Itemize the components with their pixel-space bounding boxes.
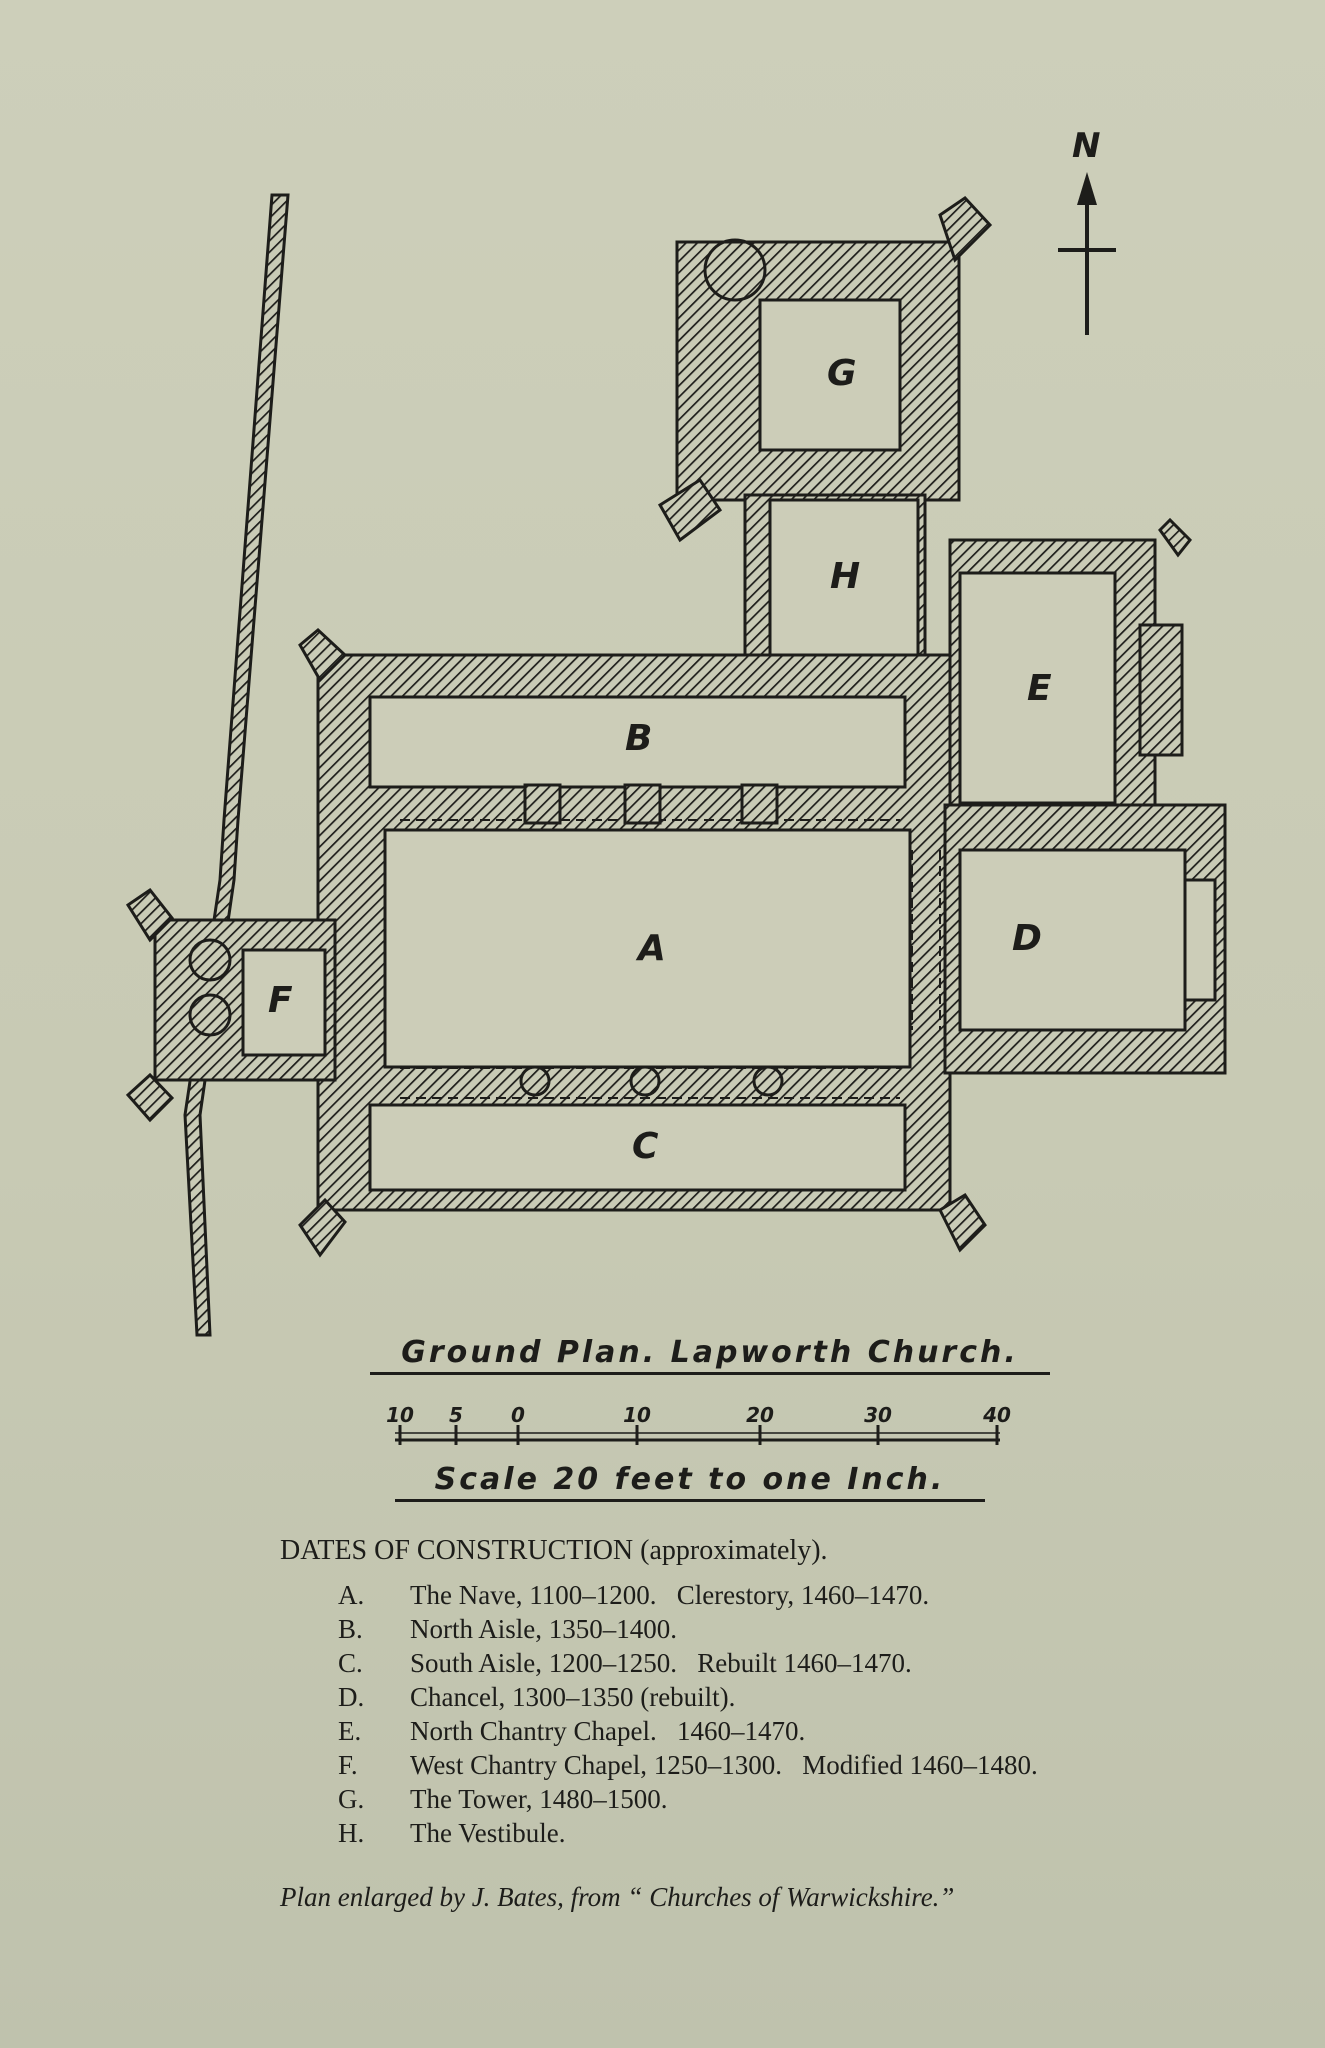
entry-text: The Vestibule. [410,1818,566,1848]
compass-label: N [1072,126,1100,166]
tower-interior [758,298,902,452]
entry-letter: G. [338,1784,365,1814]
label-c: C [632,1126,659,1167]
label-a: A [635,928,666,969]
scale-tick-label: 0 [511,1403,525,1427]
label-e: E [1027,668,1052,709]
label-d: D [1012,918,1042,959]
arcade-piers [519,783,784,1097]
entry-letter: H. [338,1818,365,1848]
dates-list: A. The Nave, 1100–1200. Clerestory, 1460–… [338,1580,1038,1852]
scale-tick-label: 5 [449,1403,463,1427]
dates-list-item: B. North Aisle, 1350–1400. [338,1614,1038,1648]
dates-list-item: C. South Aisle, 1200–1250. Rebuilt 1460–1… [338,1648,1038,1682]
dates-list-item: E. North Chantry Chapel. 1460–1470. [338,1716,1038,1750]
west-chapel-interior [241,948,327,1057]
scale-tick-label: 30 [864,1403,892,1427]
north-chapel-interior [958,571,1117,805]
scale-tick-label: 10 [623,1403,651,1427]
plan-title-block: Ground Plan. Lapworth Church. [370,1335,1050,1375]
entry-text: Chancel, 1300–1350 (rebuilt). [410,1682,736,1712]
dates-list-item: D. Chancel, 1300–1350 (rebuilt). [338,1682,1038,1716]
entry-letter: C. [338,1648,363,1678]
label-f: F [268,980,293,1021]
nave-interior [383,828,912,1069]
dates-heading: DATES OF CONSTRUCTION (approximately). [280,1535,828,1566]
entry-letter: A. [338,1580,365,1610]
dates-list-item: G. The Tower, 1480–1500. [338,1784,1038,1818]
dates-list-item: F. West Chantry Chapel, 1250–1300. Modifi… [338,1750,1038,1784]
dates-list-item: A. The Nave, 1100–1200. Clerestory, 1460–… [338,1580,1038,1614]
chancel-east-recess [1183,878,1217,1002]
entry-letter: E. [338,1716,362,1746]
entry-text: North Chantry Chapel. 1460–1470. [410,1716,806,1746]
room-labels: G H E B A D F C [268,353,1052,1167]
north-aisle-interior [368,695,907,789]
scale-bar: 10 5 0 10 20 30 40 [386,1403,1011,1445]
scale-tick-label: 10 [386,1403,414,1427]
south-aisle-interior [368,1103,907,1192]
label-g: G [827,353,857,394]
entry-letter: D. [338,1682,365,1712]
entry-text: West Chantry Chapel, 1250–1300. Modified… [410,1750,1038,1780]
vestibule-interior [768,498,920,657]
north-compass: N [1058,126,1116,335]
dates-list-item: H. The Vestibule. [338,1818,1038,1852]
compass-arrow-icon [1077,172,1097,205]
stair-turrets [188,238,767,1037]
entry-text: North Aisle, 1350–1400. [410,1614,677,1644]
entry-letter: F. [338,1750,358,1780]
scale-caption: Scale 20 feet to one Inch. [395,1462,985,1502]
chancel-interior [958,848,1187,1032]
entry-text: The Tower, 1480–1500. [410,1784,668,1814]
entry-letter: B. [338,1614,363,1644]
plan-credit: Plan enlarged by J. Bates, from “ Church… [280,1882,955,1912]
plan-title: Ground Plan. Lapworth Church. [370,1335,1050,1375]
scale-bar-ticks: 10 5 0 10 20 30 40 [386,1403,1011,1445]
entry-text: The Nave, 1100–1200. Clerestory, 1460–14… [410,1580,930,1610]
boundary-wall [183,193,290,1337]
scale-tick-label: 40 [982,1403,1011,1427]
scale-tick-label: 20 [746,1403,774,1427]
label-h: H [830,556,860,597]
room-interiors [241,298,1217,1192]
label-b: B [625,718,652,759]
entry-text: South Aisle, 1200–1250. Rebuilt 1460–147… [410,1648,912,1678]
